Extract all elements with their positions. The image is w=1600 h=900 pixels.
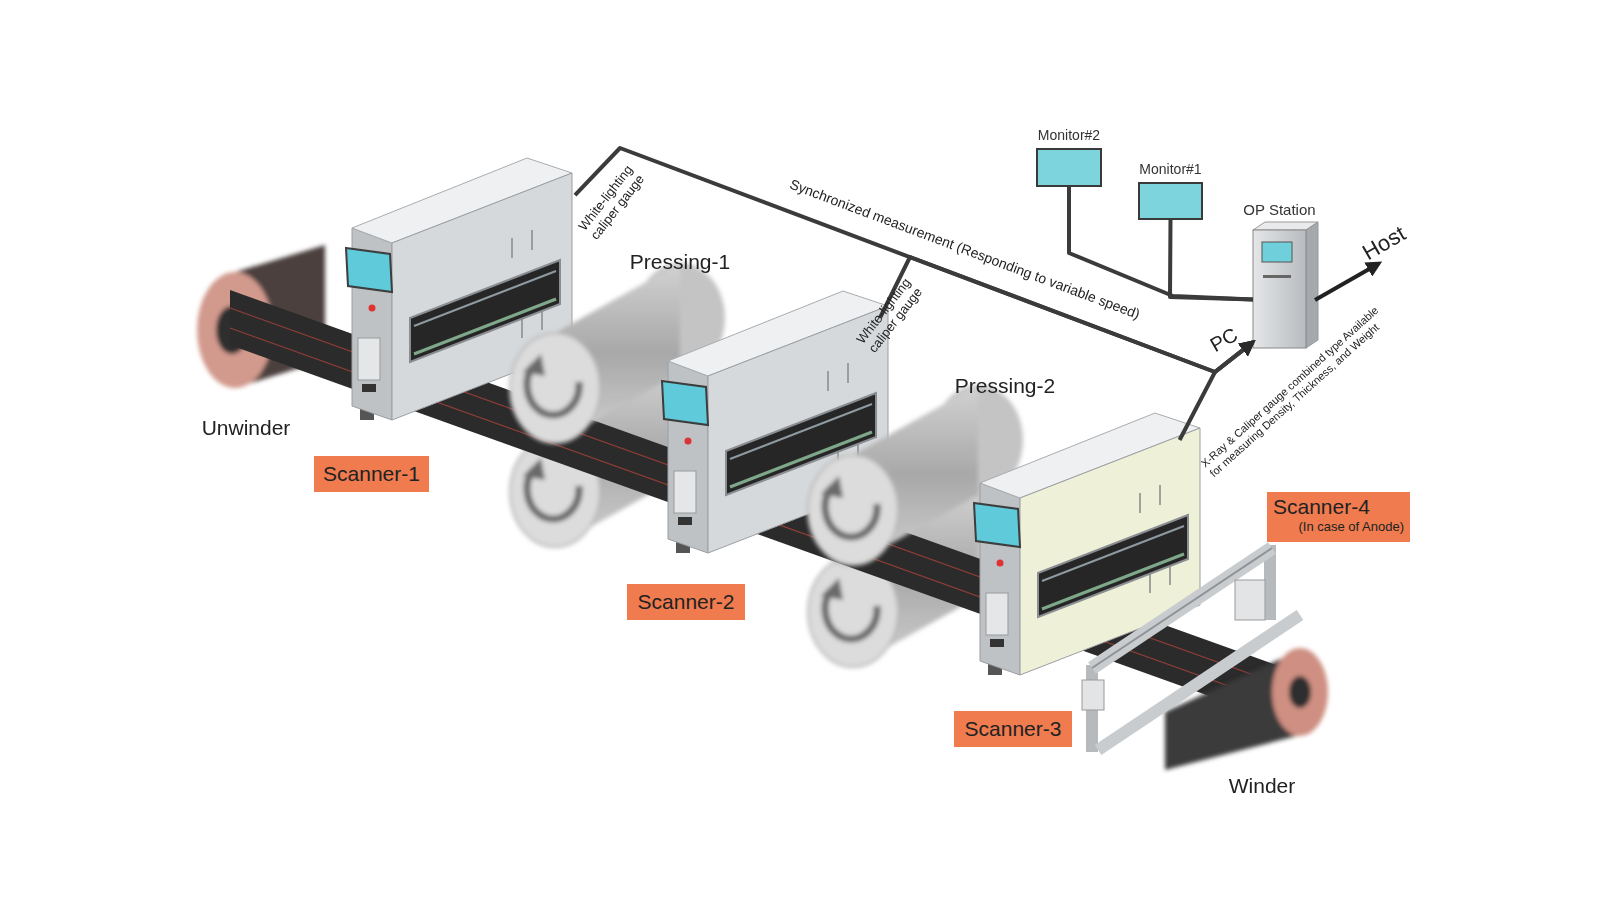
frame-edge bbox=[1092, 548, 1272, 668]
scanner-tag: Scanner-1 bbox=[314, 456, 429, 492]
op-station-cabinet bbox=[1253, 222, 1318, 348]
scanner-station: Scanner-3 bbox=[954, 440, 1194, 747]
cabinet-front bbox=[1253, 230, 1306, 348]
part-label: Unwinder bbox=[176, 416, 316, 440]
monitor-screen: Monitor#1 bbox=[1138, 182, 1203, 220]
part-label: PC bbox=[1197, 318, 1252, 363]
sensor-head bbox=[1082, 680, 1104, 710]
frame-rail bbox=[1098, 615, 1300, 750]
part-label: Winder bbox=[1192, 774, 1332, 798]
scanner-tag-text: Scanner-4 bbox=[1273, 495, 1404, 519]
scanner-tag: Scanner-3 bbox=[954, 711, 1072, 747]
part-label: Pressing-1 bbox=[610, 250, 750, 274]
sensor-head bbox=[1235, 580, 1265, 620]
signal-wire bbox=[880, 257, 1253, 372]
station-title: OP Station bbox=[1243, 201, 1315, 218]
roll-core bbox=[1289, 676, 1311, 708]
monitor-screen: Monitor#2 bbox=[1036, 148, 1102, 187]
roll-face bbox=[1272, 648, 1328, 736]
signal-wire bbox=[1170, 220, 1253, 300]
host-arrow bbox=[1315, 264, 1378, 300]
cabinet-screen bbox=[1262, 242, 1292, 262]
cabinet-side bbox=[1306, 222, 1318, 348]
winder-roll bbox=[1165, 648, 1328, 770]
scanner-station: Scanner-1 bbox=[314, 185, 575, 492]
op-station: OP Station bbox=[1253, 230, 1306, 348]
scanner-machine bbox=[974, 413, 1200, 675]
scanner-tag-text: (In case of Anode) bbox=[1273, 519, 1404, 535]
scanner-tag: Scanner-4(In case of Anode) bbox=[1267, 492, 1410, 542]
scanner-station: Scanner-2 bbox=[627, 318, 888, 620]
part-label: Host bbox=[1343, 212, 1425, 274]
part-label: Pressing-2 bbox=[935, 374, 1075, 398]
monitor-title: Monitor#1 bbox=[1139, 161, 1201, 177]
part-label: White-lighting caliper gauge bbox=[565, 148, 659, 257]
scanner-frame bbox=[1082, 545, 1300, 752]
cabinet-slot bbox=[1263, 275, 1291, 278]
scanner-tag: Scanner-2 bbox=[627, 584, 745, 620]
monitor-title: Monitor#2 bbox=[1038, 127, 1100, 143]
signal-wire bbox=[575, 148, 1253, 372]
